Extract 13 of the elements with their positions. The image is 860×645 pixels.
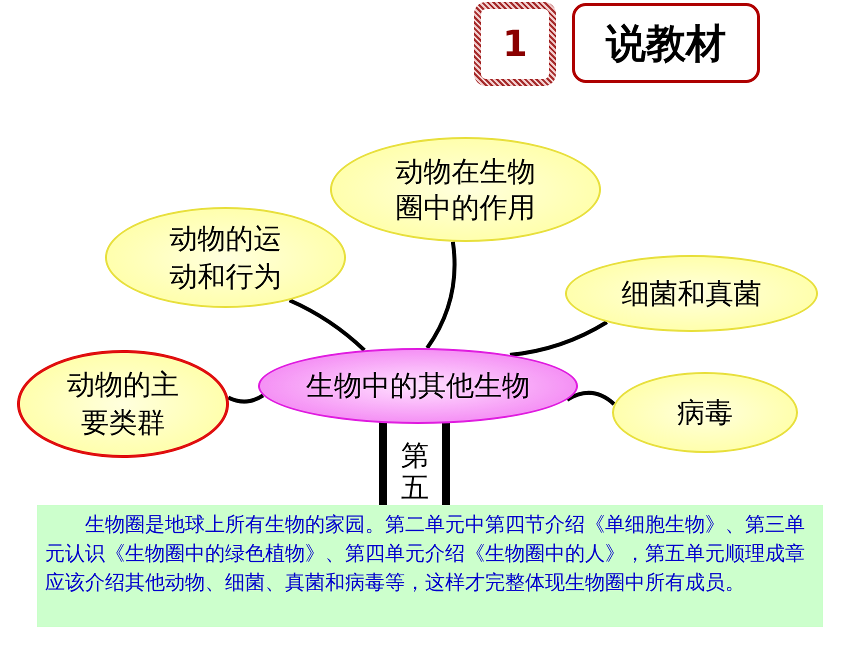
section-title-box: 说教材 — [572, 3, 760, 83]
topic-ellipse: 动物的主要类群 — [17, 350, 229, 458]
connector-line — [566, 390, 616, 406]
central-topic-ellipse: 生物中的其他生物 — [258, 348, 578, 424]
topic-ellipse: 病毒 — [612, 372, 798, 453]
topic-ellipse: 动物的运动和行为 — [105, 207, 346, 308]
connector-line — [227, 394, 264, 404]
connector-line — [510, 320, 608, 357]
vertical-label: 第五 — [401, 440, 430, 504]
topic-ellipse: 动物在生物圈中的作用 — [330, 137, 601, 242]
connector-line — [426, 242, 457, 350]
topic-ellipse: 细菌和真菌 — [565, 255, 818, 332]
text-panel: 生物圈是地球上所有生物的家园。第二单元中第四节介绍《单细胞生物》、第三单元认识《生物圈中的绿色植物》、第四单元介绍《生物圈中的人》，第五单元顺理成章应该介绍其他动物、细菌、真菌和病毒等，这样才完整体现生物圈中所有成员。 — [37, 505, 823, 627]
